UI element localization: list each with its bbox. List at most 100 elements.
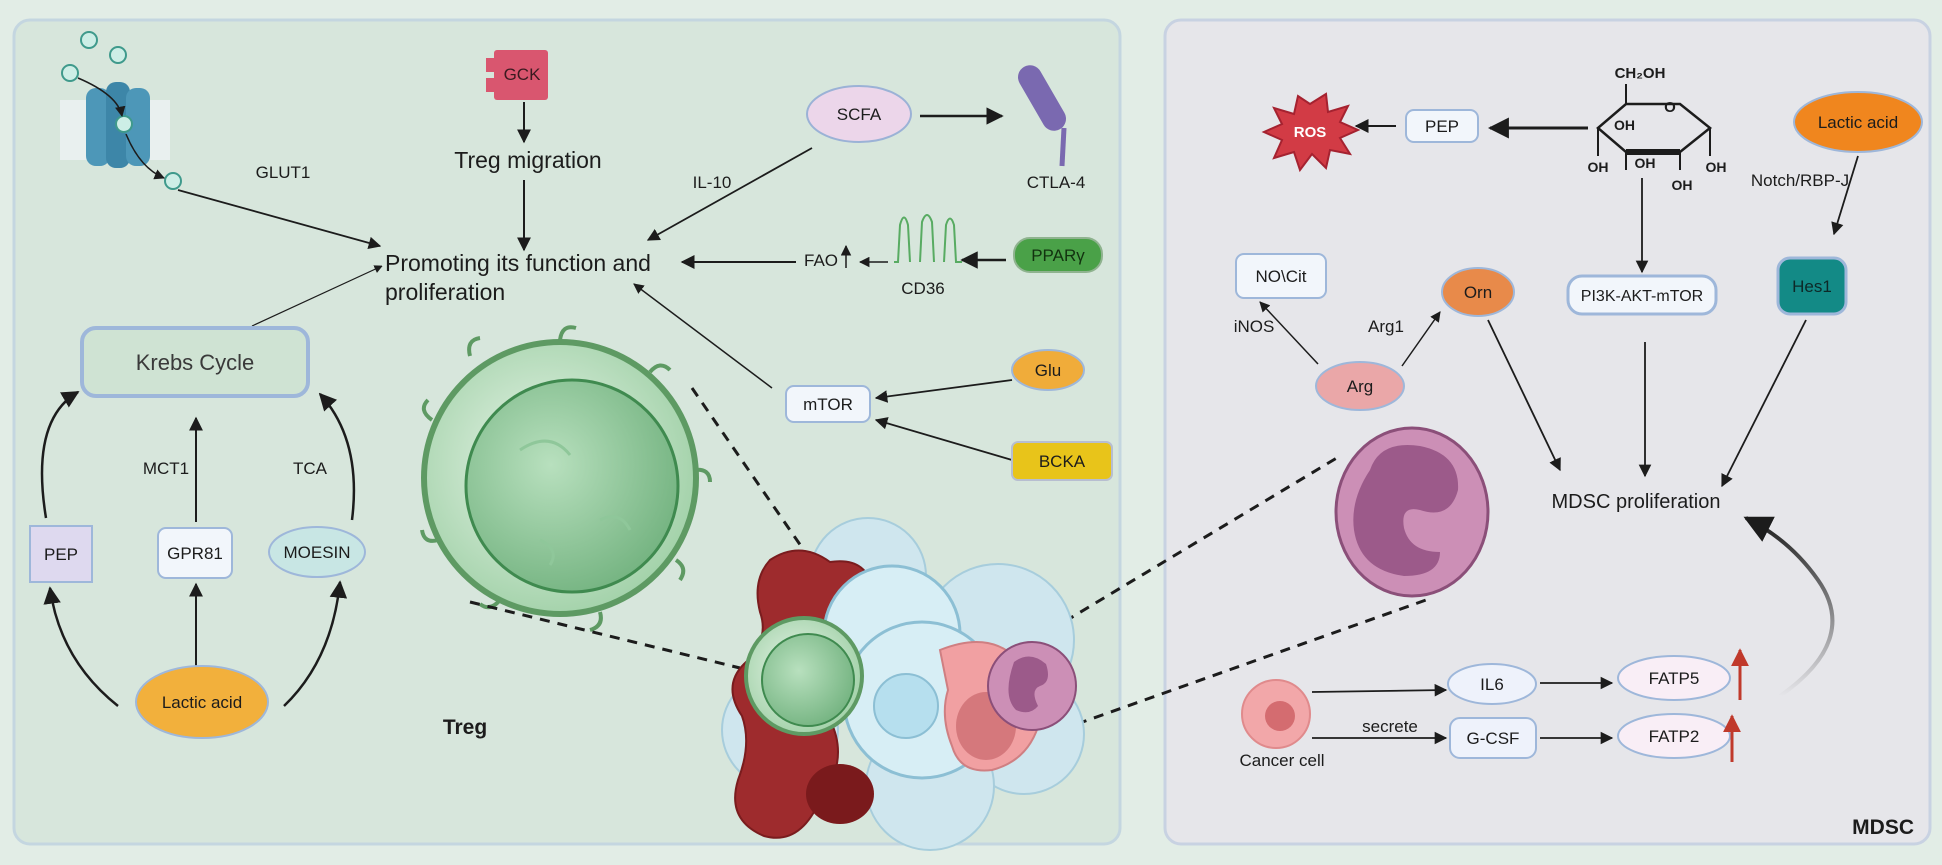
arrow-scfa-promoting (646, 147, 813, 241)
mdsc-panel (1163, 18, 1932, 846)
moesin-node (268, 526, 366, 578)
ctla4-receptor-icon (1018, 65, 1067, 167)
cd36-label: CD36 (901, 279, 944, 298)
moesin-label: MOESIN (283, 543, 350, 562)
mdsc-lactic-acid-label: Lactic acid (1818, 113, 1898, 132)
orn-node (1441, 267, 1515, 317)
arrow-mtor-promoting (633, 283, 773, 389)
tca-label: TCA (293, 459, 328, 478)
glu-node (1011, 349, 1085, 391)
hes1-label: Hes1 (1792, 277, 1832, 296)
fatp5-label: FATP5 (1649, 669, 1700, 688)
cd36-receptor-icon (894, 214, 962, 263)
arrow-arg-nocit (1259, 301, 1319, 365)
arrow-hes1-prolif (1721, 319, 1807, 488)
glucose-oh-label-5: OH (1706, 159, 1727, 175)
krebs-cycle-node (80, 326, 310, 398)
cancer-cell-label: Cancer cell (1239, 751, 1324, 770)
arrow-lactic-moesin (283, 580, 348, 707)
gpr81-node (157, 527, 233, 579)
fatp2-label: FATP2 (1649, 727, 1700, 746)
glucose-structure (1596, 84, 1713, 170)
bcka-node (1011, 441, 1113, 481)
ctla4-label: CTLA-4 (1027, 173, 1086, 192)
ros-star-icon (1261, 92, 1361, 173)
arrow-bcka-mtor (874, 417, 1013, 461)
il6-label: IL6 (1480, 675, 1504, 694)
pi3k-node (1566, 274, 1718, 316)
arrow-lactic-pep (43, 586, 119, 707)
mdsc-panel-label: MDSC (1852, 816, 1914, 839)
arrow-glu-mtor (874, 379, 1013, 403)
lactic-acid-label: Lactic acid (162, 693, 242, 712)
gck-icon (486, 50, 548, 100)
promoting-line1: Promoting its function and (385, 250, 651, 276)
bcka-label: BCKA (1039, 452, 1086, 471)
glucose-oh-label-3: OH (1635, 155, 1656, 171)
arrow-moesin-krebs (318, 392, 356, 521)
arrow-krebs-promoting (251, 265, 383, 327)
treg-panel-label: Treg (443, 716, 487, 739)
secrete-label: secrete (1362, 717, 1418, 736)
arg1-label: Arg1 (1368, 317, 1404, 336)
scfa-node (806, 85, 912, 143)
nocit-node (1235, 253, 1327, 299)
pi3k-label: PI3K-AKT-mTOR (1581, 288, 1703, 305)
glucose-oh-label-2: OH (1588, 159, 1609, 175)
pparg-label: PPARγ (1031, 246, 1085, 265)
gcsf-node (1449, 717, 1537, 759)
treg-migration-label: Treg migration (454, 147, 601, 173)
arrow-arg-orn (1401, 311, 1441, 367)
hes1-node (1776, 256, 1848, 316)
orn-label: Orn (1464, 283, 1492, 302)
mtor-node (785, 385, 871, 423)
arrow-lactic-hes1 (1831, 155, 1859, 236)
dashed-line-mdsc-1 (1033, 454, 1341, 642)
mdsc-pep-node (1405, 109, 1479, 143)
fao-label: FAO (804, 251, 838, 270)
tumor-microenvironment-cluster-icon (721, 517, 1085, 851)
il10-label: IL-10 (693, 173, 732, 192)
promoting-line2: proliferation (385, 279, 505, 305)
fatp5-node (1617, 655, 1731, 701)
scfa-label: SCFA (837, 105, 882, 124)
mtor-label: mTOR (803, 395, 853, 414)
lactic-acid-node (135, 665, 269, 739)
nocit-label: NO\Cit (1256, 267, 1307, 286)
krebs-cycle-label: Krebs Cycle (136, 350, 255, 375)
mdsc-proliferation-label: MDSC proliferation (1552, 491, 1721, 513)
arg-label: Arg (1347, 377, 1373, 396)
mct1-label: MCT1 (143, 459, 189, 478)
pparg-node (1013, 237, 1103, 273)
glucose-oh-label-4: OH (1672, 177, 1693, 193)
pep-node (29, 525, 93, 583)
treg-cell-icon (420, 325, 712, 632)
arg-node (1315, 361, 1405, 411)
glucose-ch2oh-label: CH₂OH (1615, 65, 1666, 82)
mdsc-lactic-acid-node (1793, 91, 1923, 153)
gpr81-label: GPR81 (167, 544, 223, 563)
gcsf-label: G-CSF (1467, 729, 1520, 748)
arrow-cancer-il6 (1311, 683, 1448, 697)
pep-label: PEP (44, 545, 78, 564)
il6-node (1447, 663, 1537, 705)
inos-label: iNOS (1234, 317, 1275, 336)
glut1-label: GLUT1 (256, 163, 311, 182)
ros-label: ROS (1294, 124, 1327, 141)
mdsc-pep-label: PEP (1425, 117, 1459, 136)
arrow-glut1-promoting (177, 189, 382, 250)
gck-label: GCK (504, 65, 542, 84)
arrow-fatp-prolif (1743, 516, 1835, 698)
glucose-oh-label-1: OH (1614, 117, 1635, 133)
arrow-pep-krebs (40, 390, 80, 519)
cancer-cell-icon (1241, 679, 1311, 749)
arrow-orn-prolif (1487, 319, 1561, 472)
glucose-ring-o-label: O (1664, 99, 1676, 116)
fatp2-node (1617, 713, 1731, 759)
glut1-transporter-icon (60, 31, 182, 190)
mdsc-cell-icon (1334, 426, 1490, 598)
glu-label: Glu (1035, 361, 1061, 380)
notch-rbpj-label: Notch/RBP-J (1751, 171, 1849, 190)
